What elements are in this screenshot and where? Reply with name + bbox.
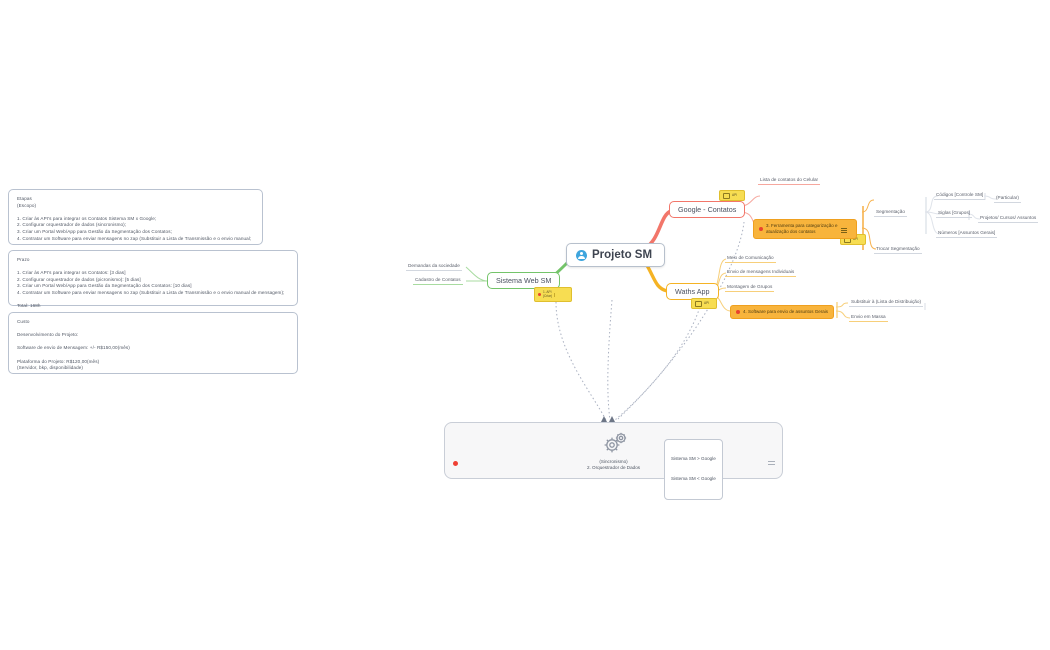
note-line: Custo <box>17 319 30 324</box>
note-line: Prazo <box>17 257 30 262</box>
prazo-note[interactable]: Prazo 1. Criar às API's para integrar os… <box>8 250 298 308</box>
api-marker-badge-waths[interactable]: API <box>691 298 717 309</box>
leaf-envio-em-massa[interactable]: Envio em Massa <box>849 313 888 322</box>
task-node-4-software[interactable]: 4. Software para envio de assuntos Gerai… <box>730 305 835 319</box>
panel-caption: (Sincronismo) 2. Orquestrador de Dados <box>445 459 782 472</box>
task-badge-1-api[interactable]: 1. API (Criar) <box>534 287 572 302</box>
etapas-note[interactable]: Etapas (Escopo) 1. Criar às API's para i… <box>8 189 263 245</box>
note-line: Software de envio de Mensagem: +/- R$150… <box>17 345 130 351</box>
note-line <box>17 326 289 333</box>
note-line: 4. Contratar um Software para enviar men… <box>17 289 285 295</box>
leaf-meio-de-comunicacao[interactable]: Meio de Comunicação <box>725 254 776 263</box>
central-topic-projeto-sm[interactable]: Projeto SM <box>566 243 666 267</box>
api-icon <box>723 192 730 199</box>
topic-sistema-web-sm[interactable]: Sistema Web SM <box>487 272 561 289</box>
task-badge-label: 1. API (Criar) <box>543 289 553 298</box>
leaf-envio-mensagens-individuais[interactable]: Envio de mensagens Individuais <box>725 268 797 277</box>
note-line: 2. Configurar orquestrador de dados (sin… <box>17 222 127 228</box>
status-dot-icon <box>538 293 541 296</box>
panel-caption-line-1: (Sincronismo) <box>599 459 628 464</box>
api-marker-label: API <box>704 300 710 305</box>
note-line: 1. Criar às API's para integrar os Conta… <box>17 215 157 221</box>
topic-google-contatos[interactable]: Google - Contatos <box>669 201 746 218</box>
status-dot-icon <box>736 310 740 314</box>
note-line: 1. Criar às API's para integrar os Conta… <box>17 270 126 276</box>
panel-note-line-1: Sistema SM > Google <box>671 456 716 462</box>
leaf-trocar-segmentacao[interactable]: Trocar Segmentação <box>874 245 922 254</box>
leaf-segmentacao[interactable]: Segmentação <box>874 208 907 217</box>
note-line: 3. Criar um Portal Web/App para Gestão d… <box>17 228 172 234</box>
api-marker-badge-google[interactable]: API <box>719 190 745 201</box>
api-marker-label: API <box>853 236 859 241</box>
task-node-3-ferramenta[interactable]: 3. Ferramenta para categorização e atual… <box>753 219 857 239</box>
leaf-numeros-assuntos-gerais[interactable]: Números [Assuntos Gerais] <box>936 229 998 238</box>
leaf-particular[interactable]: (Particular) <box>994 194 1021 203</box>
leaf-substituir-lista-distribuicao[interactable]: Substituir à (Lista de Distribuição) <box>849 298 924 307</box>
note-line: Desenvolvimento do Projeto: <box>17 332 79 338</box>
task-node-label: 3. Ferramenta para categorização e atual… <box>766 223 838 234</box>
orquestrador-panel[interactable]: (Sincronismo) 2. Orquestrador de Dados S… <box>444 422 783 500</box>
note-line <box>17 352 289 359</box>
note-line: 2. Configurar orquestrador de dados (pic… <box>17 276 141 282</box>
note-line: Etapas <box>17 196 32 201</box>
badge-handle-icon <box>554 292 558 297</box>
api-icon <box>695 300 702 307</box>
note-line: Plataforma do Projeto: R$120,00(mês) <box>17 358 100 364</box>
note-line <box>17 339 289 346</box>
topic-label: Google - Contatos <box>678 205 737 214</box>
status-dot-icon <box>759 227 763 231</box>
topic-label: Waths App <box>675 287 710 296</box>
leaf-cadastro-de-contatos[interactable]: Cadastro de Contatos <box>413 276 463 285</box>
topic-label: Sistema Web SM <box>496 276 552 285</box>
leaf-demandas-da-sociedade[interactable]: Demandas da sociedade <box>406 262 462 271</box>
note-line: 4. Contratar um Software para enviar men… <box>17 235 252 241</box>
note-line <box>17 209 254 216</box>
leaf-siglas-grupos[interactable]: Siglas [Grupos] <box>936 209 973 218</box>
custo-note[interactable]: Custo Desenvolvimento do Projeto: Softwa… <box>8 312 298 374</box>
drag-handle-icon[interactable] <box>768 460 775 467</box>
task-node-label: 4. Software para envio de assuntos Gerai… <box>743 309 829 314</box>
note-line: (Servidor, bkp, disponibilidade) <box>17 365 84 371</box>
note-line: 3. Criar um Portal Web/App para Gestão d… <box>17 283 192 289</box>
panel-note-sync-direction[interactable]: Sistema SM > Google Sistema SM < Google <box>664 439 723 500</box>
leaf-codigos-controle-sm[interactable]: Códigos [Controle SM] <box>934 191 986 200</box>
leaf-projetos-cursos-assuntos[interactable]: Projetos/ Cursos/ Assuntos <box>978 214 1039 223</box>
note-line: (Escopo) <box>17 202 37 208</box>
drag-handle-icon[interactable] <box>840 227 847 233</box>
note-line: Total: 168h <box>17 303 41 309</box>
panel-caption-line-2: 2. Orquestrador de Dados <box>586 465 641 471</box>
status-dot-icon <box>453 461 458 466</box>
note-line <box>17 264 289 271</box>
user-circle-icon <box>576 249 587 261</box>
leaf-montagem-de-grupos[interactable]: Montagem de Grupos <box>725 283 775 292</box>
note-line <box>17 297 289 304</box>
central-topic-label: Projeto SM <box>592 249 653 261</box>
gears-icon <box>604 432 627 453</box>
leaf-lista-contatos-celular[interactable]: Lista de contatos do Celular <box>758 176 821 185</box>
api-marker-label: API <box>732 192 738 197</box>
panel-note-line-2: Sistema SM < Google <box>671 475 716 481</box>
